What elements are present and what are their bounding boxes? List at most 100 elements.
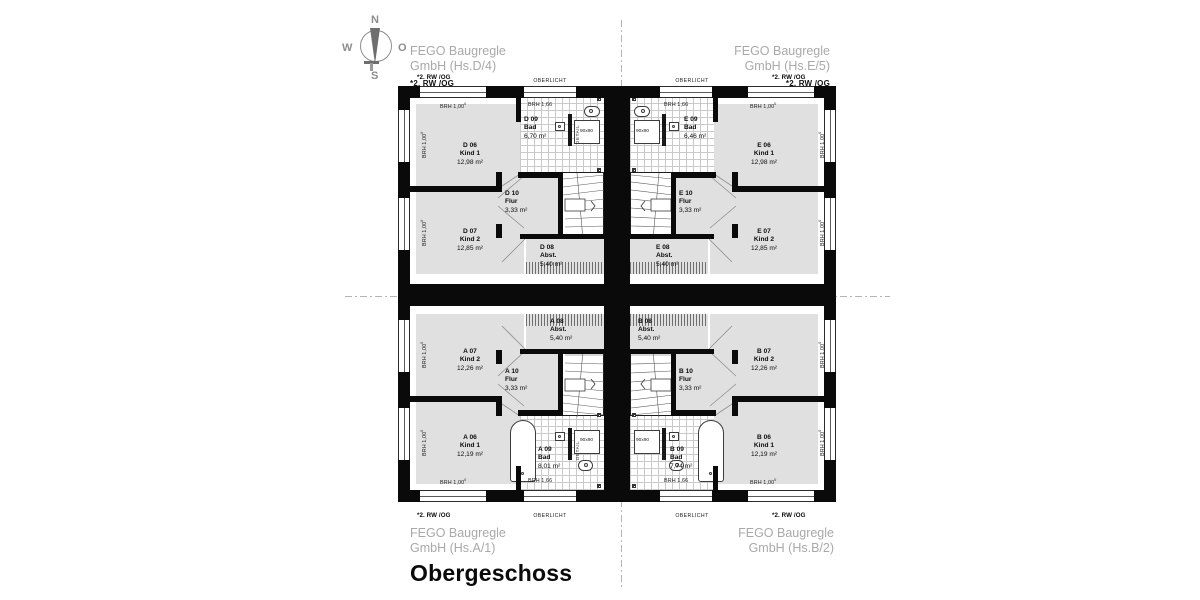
room-area: 5,40 m²: [550, 334, 573, 342]
room-label-d06: D 06 Kind 1 12,98 m²: [457, 142, 483, 167]
oberlicht-label-top-left: OBERLICHT: [533, 78, 567, 84]
room-name: Abst.: [656, 252, 673, 260]
room-label-a07: A 07 Kind 2 12,26 m²: [457, 348, 483, 373]
room-code: A 09: [538, 446, 552, 453]
room-area: 12,26 m²: [456, 364, 484, 372]
room-code: D 06: [463, 142, 477, 149]
brh-label-b06-right: BRH 1,000: [818, 429, 826, 456]
window-d07-left: [398, 198, 410, 250]
partition-d-hall-right: [496, 224, 502, 238]
room-area: 12,19 m²: [750, 450, 778, 458]
brh-label-e06-right: BRH 1,000: [818, 131, 826, 158]
room-area: 12,26 m²: [750, 364, 778, 372]
knee-wall-hatch-a08: [526, 314, 604, 326]
partition-b-hall-stair: [671, 350, 676, 416]
company-entity: GmbH (Hs.A/1): [410, 541, 496, 555]
company-entity: GmbH (Hs.D/4): [410, 59, 497, 73]
brh-label-d06-top: BRH 1,000: [440, 102, 467, 110]
brh-label-e07-right: BRH 1,000: [818, 219, 826, 246]
partition-a06-a07: [410, 396, 502, 402]
brh-label-d07-left: BRH 1,000: [420, 219, 428, 246]
partition-a-hall-right: [496, 350, 502, 364]
room-label-b09: B 09 Bad 7,74 m²: [670, 446, 692, 471]
compass-base-icon: [364, 61, 379, 64]
room-name: Bad: [684, 124, 697, 132]
window-b09-bottom: [660, 490, 712, 502]
corner-label-hs-b: FEGO Baugregle GmbH (Hs.B/2): [700, 526, 834, 556]
company-name: FEGO Baugregle: [410, 526, 506, 540]
partition-d08-top: [520, 234, 604, 239]
room-name: Kind 1: [753, 150, 775, 158]
room-area: 6,46 m²: [684, 132, 707, 140]
party-wall-horizontal: [398, 284, 836, 306]
room-area: 6,70 m²: [524, 132, 547, 140]
bathtub-icon-a09: [510, 420, 536, 482]
corner-label-hs-e: FEGO Baugregle GmbH (Hs.E/5) *2. RW /OG: [700, 44, 830, 91]
oberlicht-label-top-right: OBERLICHT: [675, 78, 709, 84]
room-label-e07: E 07 Kind 2 12,85 m²: [751, 228, 777, 253]
knee-wall-hatch-d08: [526, 262, 604, 274]
partition-e06-e07: [732, 186, 824, 192]
brh-label-d09-top: BRH 1,66: [528, 102, 553, 108]
room-label-d08: D 08 Abst. 5,40 m²: [540, 244, 562, 269]
room-label-b08: B 08 Abst. 5,40 m²: [638, 318, 660, 343]
room-name: Kind 2: [753, 236, 775, 244]
compass-north-label: N: [371, 14, 380, 26]
partition-a-hall-stair: [558, 350, 563, 416]
corner-label-hs-a: FEGO Baugregle GmbH (Hs.A/1): [410, 526, 506, 556]
room-area: 7,74 m²: [670, 462, 693, 470]
room-code: E 08: [656, 244, 670, 251]
window-d06-top: [420, 86, 486, 98]
partition-a09-left: [516, 466, 521, 490]
room-label-d10: D 10 Flur 3,33 m²: [505, 190, 527, 215]
partition-b-hall-left: [732, 400, 738, 416]
room-code: B 09: [670, 446, 684, 453]
oberlicht-label-bottom-right: OBERLICHT: [675, 513, 709, 519]
room-label-d09: D 09 Bad 6,70 m²: [524, 116, 546, 141]
compass-west-label: W: [342, 42, 353, 54]
room-area: 12,19 m²: [456, 450, 484, 458]
room-area: 8,01 m²: [538, 462, 561, 470]
room-label-d07: D 07 Kind 2 12,85 m²: [457, 228, 483, 253]
shower-size-label-d09: 90x90: [580, 129, 594, 134]
room-area: 5,40 m²: [656, 260, 679, 268]
room-area: 3,33 m²: [505, 206, 528, 214]
brh-label-e09-top: BRH 1,66: [664, 102, 689, 108]
room-code: B 06: [757, 434, 771, 441]
compass-needle-icon: [370, 28, 380, 64]
compass-south-label: S: [371, 70, 379, 82]
detail-label-a09: DETAIL: [575, 440, 580, 460]
room-name: Kind 2: [459, 356, 481, 364]
partition-e-hall-stair: [671, 172, 676, 238]
partition-d-hall-stair: [558, 172, 563, 238]
brh-label-b07-right: BRH 1,000: [818, 341, 826, 368]
room-name: Flur: [505, 198, 518, 206]
brh-label-d06-left: BRH 1,000: [420, 131, 428, 158]
brh-label-a07-left: BRH 1,000: [420, 341, 428, 368]
window-e06-top: [748, 86, 814, 98]
oberlicht-label-bottom-left: OBERLICHT: [533, 513, 567, 519]
company-entity: GmbH (Hs.B/2): [748, 541, 834, 555]
room-label-e08: E 08 Abst. 5,40 m²: [656, 244, 678, 269]
window-b06-right: [824, 408, 836, 460]
window-a06-left: [398, 408, 410, 460]
room-area: 12,98 m²: [750, 158, 778, 166]
room-code: A 07: [463, 348, 477, 355]
staircase-b: [630, 350, 673, 417]
partition-b08-bottom: [630, 349, 714, 354]
rw-label-bottom-left: *2. RW /OG: [417, 512, 451, 519]
room-name: Bad: [670, 454, 683, 462]
room-label-a09: A 09 Bad 8,01 m²: [538, 446, 560, 471]
knee-wall-hatch-b08: [630, 314, 708, 326]
window-e06-right: [824, 110, 836, 162]
detail-label-e09: DETAIL: [661, 124, 666, 144]
window-b06-bottom: [748, 490, 814, 502]
room-area: 3,33 m²: [679, 384, 702, 392]
room-name: Kind 1: [753, 442, 775, 450]
partition-e09-hall: [672, 172, 716, 178]
rw-note: *2. RW /OG: [785, 79, 830, 88]
room-name: Kind 1: [459, 442, 481, 450]
rw-label-bottom-right: *2. RW /OG: [772, 512, 806, 519]
company-entity: GmbH (Hs.E/5): [744, 59, 830, 73]
